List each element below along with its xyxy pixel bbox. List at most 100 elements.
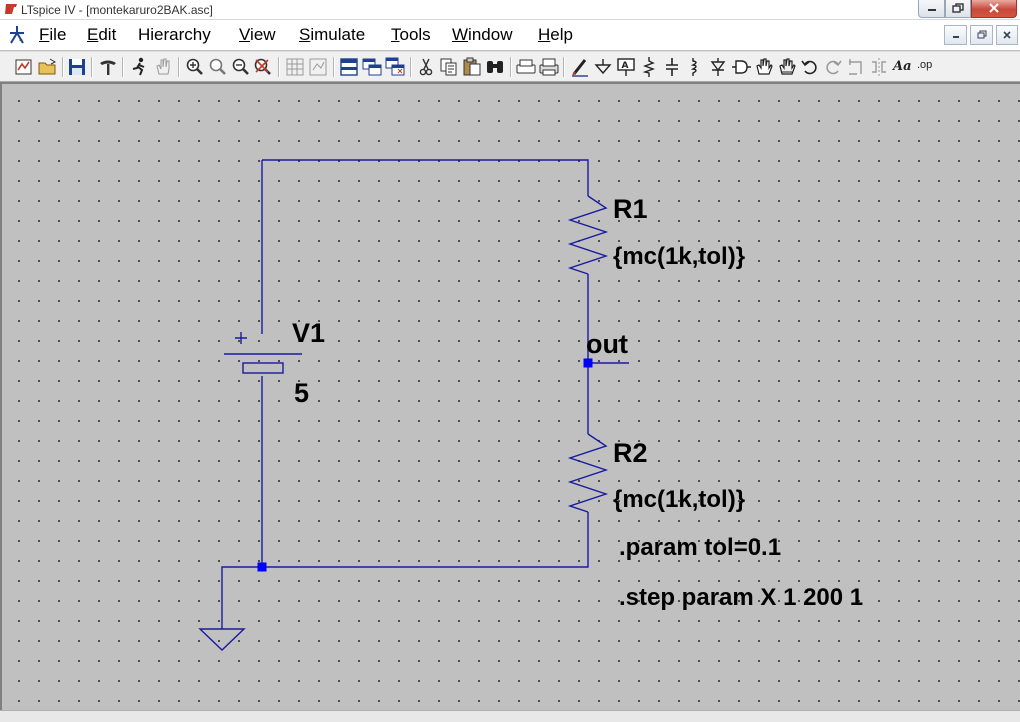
- maximize-button[interactable]: [945, 0, 971, 18]
- menu-simulate[interactable]: Simulate: [299, 25, 366, 44]
- move-icon: [756, 58, 773, 75]
- find-icon: [487, 61, 503, 73]
- component-icon: [732, 60, 751, 74]
- resistor-r2-symbol[interactable]: [567, 433, 609, 513]
- r2-name-label[interactable]: R2: [613, 438, 648, 468]
- node-out[interactable]: [583, 358, 593, 368]
- wire-button[interactable]: [569, 56, 591, 78]
- rotate-button[interactable]: [845, 56, 867, 78]
- component-button[interactable]: [730, 56, 752, 78]
- menu-edit[interactable]: Edit: [87, 25, 117, 44]
- paste-icon: [463, 57, 481, 76]
- schematic-drawing: [198, 159, 629, 651]
- open-button[interactable]: [37, 56, 59, 78]
- undo-button[interactable]: [799, 56, 821, 78]
- save-button[interactable]: [66, 56, 88, 78]
- find-button[interactable]: [484, 56, 506, 78]
- menu-view[interactable]: View: [239, 25, 276, 44]
- minimize-button[interactable]: [918, 0, 945, 18]
- restore-icon: [977, 30, 986, 39]
- zoom-out-icon: [232, 58, 249, 75]
- inductor-button[interactable]: [684, 56, 706, 78]
- menu-file[interactable]: File: [39, 25, 67, 44]
- document-close-button[interactable]: [996, 25, 1018, 45]
- ground-button[interactable]: [592, 56, 614, 78]
- zoom-fit-button[interactable]: [252, 56, 274, 78]
- menu-help[interactable]: Help: [538, 25, 573, 44]
- copy-icon: [440, 58, 457, 76]
- v1-value-label[interactable]: 5: [294, 378, 310, 408]
- menu-hierarchy[interactable]: Hierarchy: [138, 25, 211, 44]
- document-restore-button[interactable]: [970, 25, 993, 45]
- label-net-button[interactable]: A: [615, 56, 637, 78]
- r2-value-label[interactable]: {mc(1k,tol)}: [613, 486, 746, 513]
- capacitor-button[interactable]: [661, 56, 683, 78]
- tile-horizontal-button[interactable]: [361, 56, 383, 78]
- close-button[interactable]: [971, 0, 1017, 18]
- graph-setup-icon: [309, 58, 327, 76]
- document-minimize-button[interactable]: [944, 25, 967, 45]
- r1-name-label[interactable]: R1: [613, 194, 648, 224]
- resistor-icon: [642, 57, 655, 77]
- mirror-button[interactable]: [868, 56, 890, 78]
- step-directive[interactable]: .step param X 1 200 1: [619, 584, 864, 611]
- zoom-in-button[interactable]: [184, 56, 206, 78]
- wire-top[interactable]: [262, 159, 589, 196]
- run-button[interactable]: [128, 56, 150, 78]
- cut-button[interactable]: [415, 56, 437, 78]
- text-tool-button[interactable]: Aa: [893, 59, 912, 74]
- status-bar: [0, 710, 1020, 722]
- print-setup-button[interactable]: [515, 56, 537, 78]
- close-icon: [989, 3, 999, 13]
- pan-button[interactable]: [152, 56, 174, 78]
- drag-icon: [779, 58, 796, 75]
- zoom-fit-icon: [254, 58, 271, 75]
- capacitor-icon: [666, 58, 678, 76]
- net-label-out[interactable]: out: [586, 329, 628, 359]
- resistor-button[interactable]: [638, 56, 660, 78]
- diode-button[interactable]: [707, 56, 729, 78]
- autorange-icon: [286, 58, 304, 76]
- tile-vertical-icon: [340, 58, 358, 76]
- move-button[interactable]: [753, 56, 775, 78]
- schematic-canvas[interactable]: R1 {mc(1k,tol)} V1 5 out R2 {mc(1k,tol)}…: [0, 82, 1020, 710]
- zoom-pan-button[interactable]: [207, 56, 229, 78]
- menu-bar: File Edit Hierarchy View Simulate Tools …: [0, 20, 1020, 50]
- document-icon[interactable]: [6, 24, 28, 46]
- tile-vertical-button[interactable]: [338, 56, 360, 78]
- spice-directive-button[interactable]: .op: [917, 59, 933, 71]
- menu-window[interactable]: Window: [452, 25, 513, 44]
- new-schematic-button[interactable]: [13, 56, 35, 78]
- param-directive[interactable]: .param tol=0.1: [619, 534, 782, 561]
- v1-name-label[interactable]: V1: [292, 318, 326, 348]
- paste-button[interactable]: [461, 56, 483, 78]
- graph-setup-button[interactable]: [307, 56, 329, 78]
- node-ground[interactable]: [257, 562, 267, 572]
- copy-button[interactable]: [438, 56, 460, 78]
- wire-bottom[interactable]: [221, 512, 589, 629]
- cut-icon: [419, 58, 433, 76]
- cascade-button[interactable]: [384, 56, 406, 78]
- pan-icon: [156, 58, 170, 75]
- rotate-icon: [849, 59, 862, 75]
- zoom-out-button[interactable]: [230, 56, 252, 78]
- menu-tools[interactable]: Tools: [391, 25, 431, 44]
- print-icon: [539, 58, 559, 76]
- control-panel-button[interactable]: [97, 56, 119, 78]
- print-setup-icon: [516, 59, 536, 74]
- cascade-icon: [385, 57, 405, 76]
- print-button[interactable]: [538, 56, 560, 78]
- autorange-button[interactable]: [284, 56, 306, 78]
- diode-icon: [710, 58, 726, 76]
- resistor-r1-symbol[interactable]: [567, 195, 609, 275]
- tile-horizontal-icon: [362, 58, 382, 76]
- control-panel-icon: [100, 60, 116, 75]
- redo-button[interactable]: [822, 56, 844, 78]
- close-icon: [1003, 31, 1011, 39]
- zoom-pan-icon: [209, 58, 226, 75]
- voltage-source-v1-symbol[interactable]: [224, 332, 302, 374]
- zoom-in-icon: [186, 58, 203, 75]
- r1-value-label[interactable]: {mc(1k,tol)}: [613, 243, 746, 270]
- drag-button[interactable]: [776, 56, 798, 78]
- ground-symbol[interactable]: [198, 628, 246, 651]
